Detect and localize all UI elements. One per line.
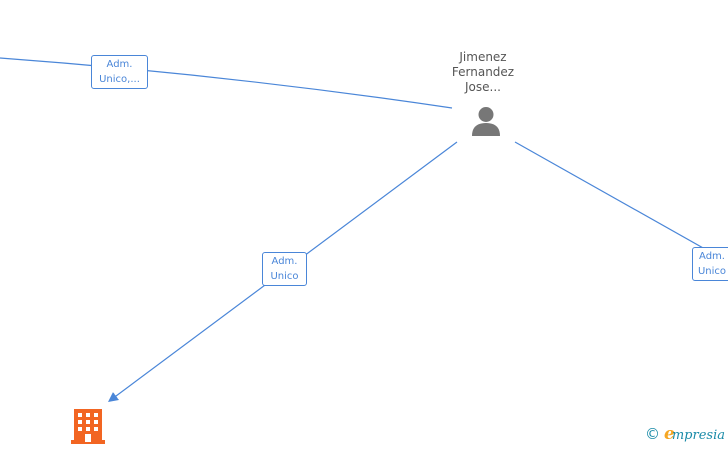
- person-name-line: Jose...: [465, 80, 501, 94]
- edge-label-line: Unico: [697, 266, 727, 277]
- edge-label-line: Unico: [270, 271, 299, 282]
- person-name-line: Jimenez: [459, 50, 507, 64]
- edge-label-right[interactable]: Adm. Unico: [692, 247, 728, 281]
- edge-top-left[interactable]: [0, 57, 453, 109]
- brand-initial: e: [664, 424, 675, 444]
- edge-label-line: Unico,...: [99, 74, 140, 85]
- edge-label-line: Adm.: [106, 59, 133, 70]
- edge-label-line: Adm.: [699, 251, 725, 262]
- person-icon[interactable]: [470, 106, 502, 136]
- brand-logo[interactable]: empresia: [664, 424, 725, 444]
- copyright-icon: ©: [645, 425, 661, 443]
- building-icon[interactable]: [71, 408, 105, 444]
- brand-footer: © empresia: [645, 424, 725, 444]
- edge-label-to-company[interactable]: Adm. Unico: [262, 252, 307, 286]
- person-name[interactable]: Jimenez Fernandez Jose...: [430, 50, 536, 95]
- edge-right[interactable]: [514, 141, 728, 263]
- edge-label-top-left[interactable]: Adm. Unico,...: [91, 55, 148, 89]
- edge-label-line: Adm.: [271, 256, 298, 267]
- brand-name: mpresia: [671, 428, 725, 443]
- person-name-line: Fernandez: [451, 65, 515, 79]
